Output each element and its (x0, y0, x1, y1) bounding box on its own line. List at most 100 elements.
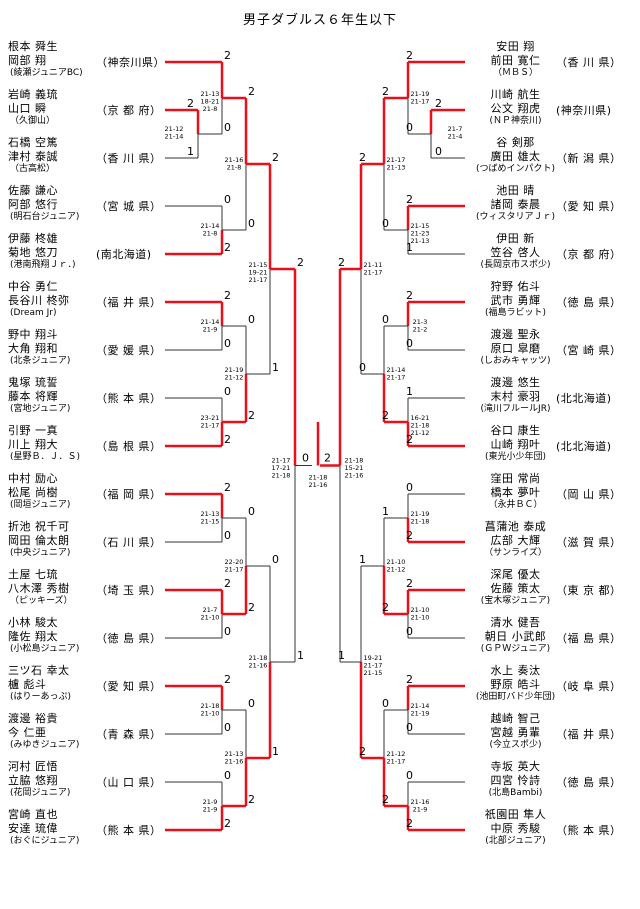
score-digit: 2 (382, 85, 389, 98)
score-digit: 1 (272, 745, 279, 758)
entry-left-11: 折池 祝千可岡田 倫太朗(中央ジュニア) (8, 520, 103, 560)
score-digit: 1 (272, 361, 279, 374)
player-name: 橋本 夢叶 (490, 485, 541, 499)
club-name: (福島ラビット) (484, 308, 547, 318)
prefecture-label: (北北海道) (556, 440, 612, 453)
match-score: 21-13 (387, 164, 406, 172)
match-score: 21-2 (413, 326, 428, 334)
score-digit: 2 (187, 97, 194, 110)
match-score: 21-17 (249, 276, 268, 284)
match-score: 21-16 (345, 472, 364, 480)
score-digit: 0 (248, 313, 255, 326)
player-name: 祇園田 隼人 (484, 808, 547, 821)
player-name: 櫨 彪斗 (8, 677, 47, 691)
score-digit: 2 (224, 577, 231, 590)
player-name: 廣田 雄太 (490, 149, 541, 163)
prefecture-label: (神奈川県) (556, 104, 612, 117)
prefecture-label: （愛 媛 県） (96, 344, 162, 357)
player-name: 川崎 航生 (490, 88, 541, 101)
entry-right-7: 渡邊 聖永原口 皐磨(しおみキャッツ) (468, 328, 563, 368)
prefecture-label: （岡 山 県） (556, 488, 622, 501)
score-digit: 2 (406, 49, 413, 62)
player-name: 石橋 空篤 (8, 136, 58, 149)
match-score: 21-10 (201, 710, 220, 718)
match-score: 21-14 (201, 318, 220, 326)
match-score: 21-8 (203, 230, 218, 238)
match-score: 21-14 (411, 702, 430, 710)
score-digit: 0 (406, 481, 413, 494)
score-digit: 1 (359, 553, 366, 566)
match-score: 21-17 (201, 422, 220, 430)
score-digit: 2 (406, 529, 413, 542)
player-name: 公文 翔虎 (490, 101, 541, 115)
match-score: 21-9 (413, 806, 428, 814)
match-score: 21-8 (227, 164, 242, 172)
match-score: 21-13 (201, 510, 220, 518)
entry-left-6: 中谷 勇仁長谷川 柊弥(Dream Jr) (8, 280, 103, 320)
score-digit: 0 (406, 121, 413, 134)
score-digit: 1 (187, 145, 194, 158)
score-digit: 2 (382, 409, 389, 422)
prefecture-label: （青 森 県） (96, 728, 162, 741)
entry-right-1: 安田 翔前田 寛仁（ＭＢＳ） (468, 40, 563, 80)
player-name: 八木澤 秀樹 (8, 581, 70, 595)
match-score: 21-18 (249, 654, 268, 662)
prefecture-label: （神奈川県） (96, 56, 165, 69)
match-score: 21-16 (225, 156, 244, 164)
score-digit: 2 (224, 481, 231, 494)
match-score: 21-9 (203, 798, 218, 806)
match-score: 22-20 (225, 558, 244, 566)
player-name: 今 仁亜 (8, 725, 47, 739)
match-score: 19-21 (364, 654, 383, 662)
player-name: 小林 駿太 (8, 616, 58, 629)
entry-right-13: 清水 健吾朝日 小武郎(ＧＰＷジュニア) (468, 616, 563, 656)
score-digit: 2 (248, 601, 255, 614)
entry-left-15: 渡邊 裕貴今 仁亜(みゆきジュニア) (8, 712, 103, 752)
match-score: 21-16 (249, 662, 268, 670)
score-digit: 2 (406, 673, 413, 686)
match-score: 19-21 (249, 269, 268, 277)
score-digit: 2 (324, 452, 331, 465)
score-digit: 0 (248, 505, 255, 518)
player-name: 野中 翔斗 (8, 328, 58, 341)
prefecture-label: （京 都 府） (96, 104, 162, 117)
match-score: 21-15 (201, 518, 220, 526)
entry-right-3: 谷 剣那廣田 雄太(つばめインパクト) (468, 136, 563, 176)
score-digit: 2 (406, 577, 413, 590)
player-name: 越崎 智己 (490, 712, 541, 725)
player-name: 諸岡 泰晨 (490, 197, 541, 211)
match-score: 21-17 (225, 566, 244, 574)
club-name: (北部ジュニア) (485, 836, 546, 846)
club-name: (おぐにジュニア) (10, 836, 80, 846)
player-name: 窪田 常尚 (490, 472, 541, 485)
score-digit: 0 (302, 452, 309, 465)
match-score: 21-4 (448, 133, 463, 141)
entry-right-15: 越崎 智己宮越 勇輩(今立スポ少) (468, 712, 563, 752)
score-digit: 0 (435, 145, 442, 158)
club-name: (みゆきジュニア) (10, 740, 80, 750)
score-digit: 2 (224, 817, 231, 830)
entry-right-6: 狩野 佑斗武市 勇輝(福島ラビット) (468, 280, 563, 320)
club-name: (小松島ジュニア) (10, 644, 80, 654)
player-name: 折池 祝千可 (8, 520, 70, 533)
score-digit: 2 (359, 151, 366, 164)
entry-left-14: 三ツ石 幸太櫨 彪斗(はりーあっぷ) (8, 664, 103, 704)
club-name: (北条ジュニア) (10, 356, 71, 366)
entry-right-4: 池田 晴諸岡 泰晨(ウィスタリアＪｒ) (468, 184, 563, 224)
player-name: 菊地 悠刀 (8, 245, 58, 259)
entry-right-10: 窪田 常尚橋本 夢叶（永井ＢＣ） (468, 472, 563, 512)
score-digit: 0 (224, 385, 231, 398)
entry-right-2: 川崎 航生公文 翔虎(ＮＰ神奈川) (468, 88, 563, 128)
score-digit: 0 (224, 121, 231, 134)
club-name: （久御山） (10, 116, 56, 126)
score-digit: 0 (224, 769, 231, 782)
match-score: 18-21 (201, 98, 220, 106)
prefecture-label: （宮 崎 県） (556, 344, 622, 357)
score-digit: 2 (224, 289, 231, 302)
match-score: 21-14 (387, 366, 406, 374)
prefecture-label: （岐 阜 県） (556, 680, 622, 693)
match-score: 21-10 (201, 614, 220, 622)
player-name: 池田 晴 (496, 184, 535, 197)
score-digit: 2 (406, 433, 413, 446)
club-name: （ピッキーズ） (10, 596, 73, 606)
